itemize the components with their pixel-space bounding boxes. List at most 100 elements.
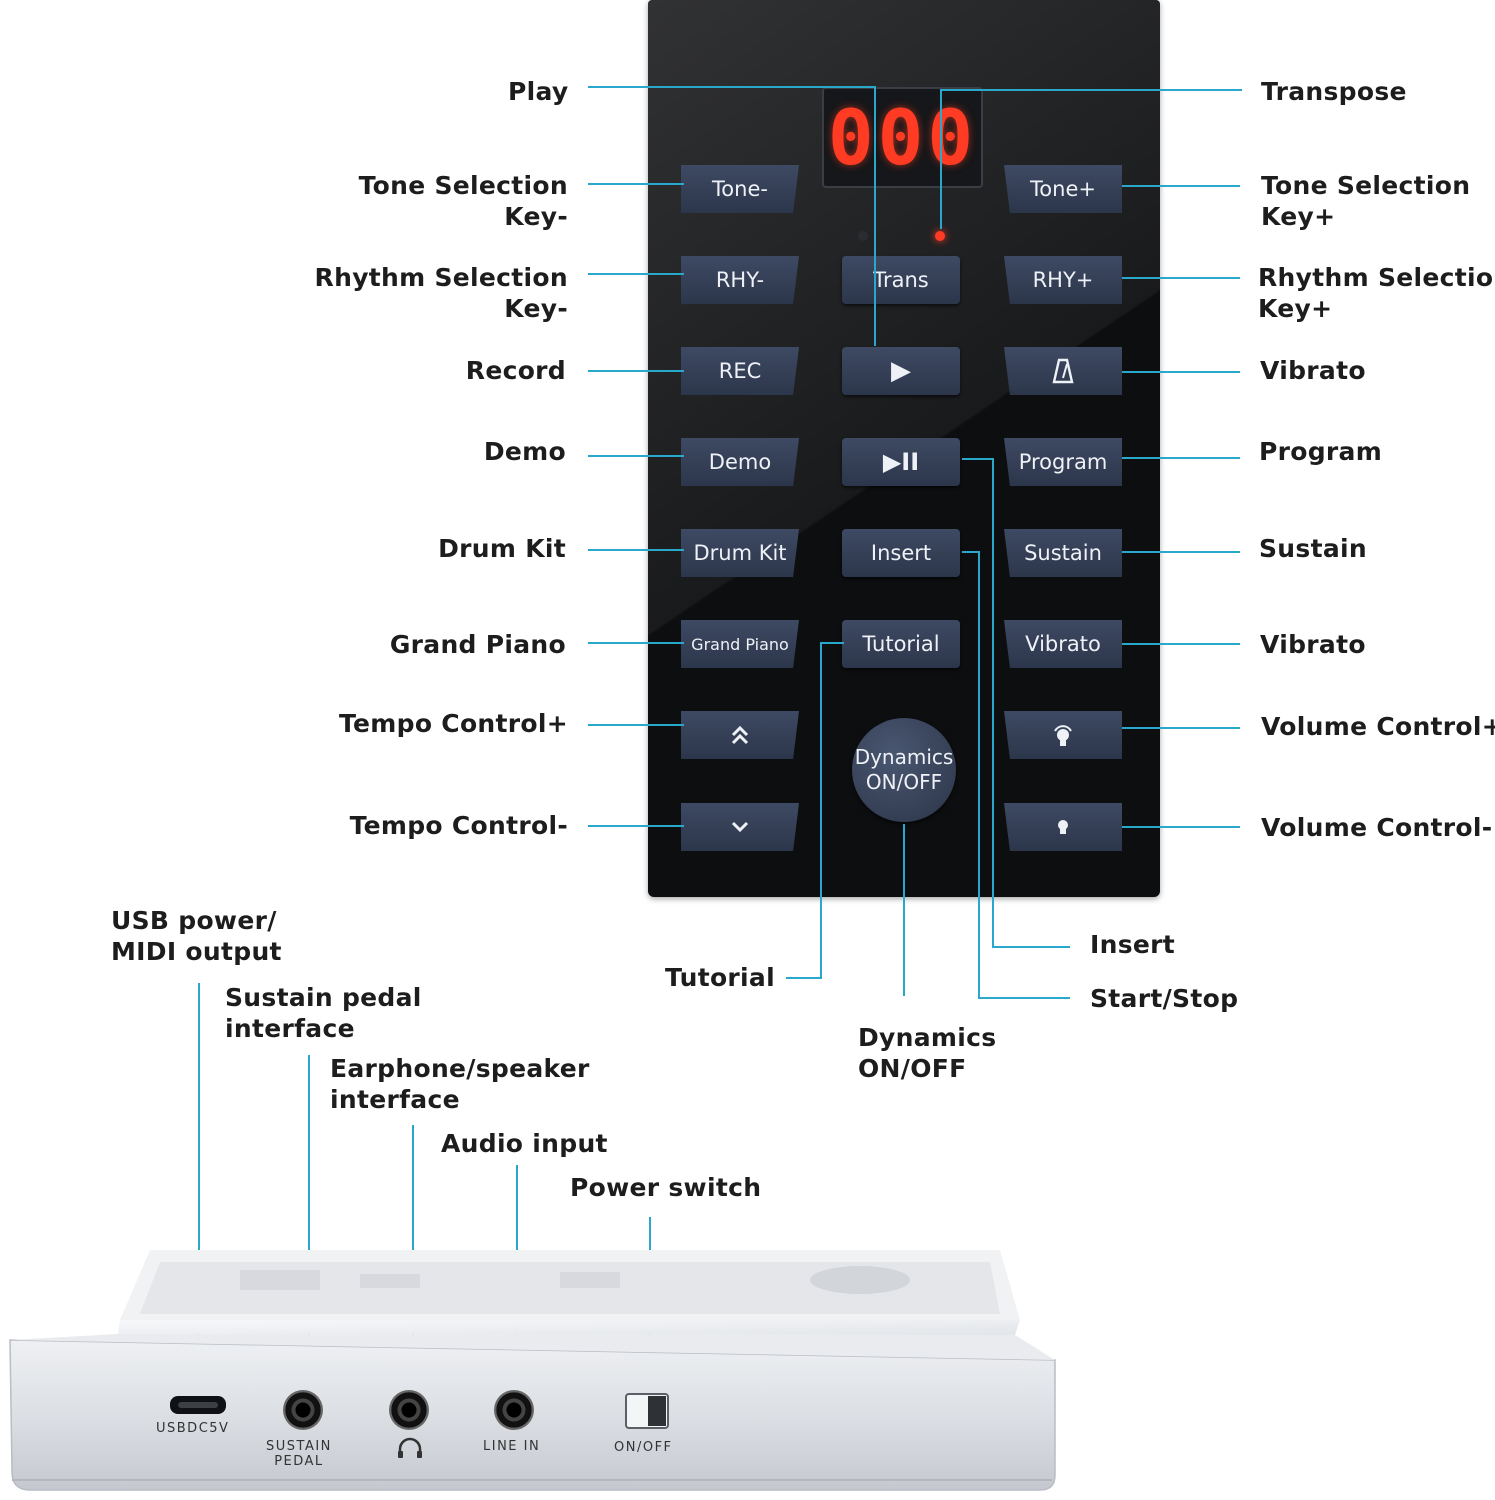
drum-kit-callout-line bbox=[588, 549, 684, 551]
tutorial-line-h1 bbox=[820, 642, 844, 644]
start-stop-button[interactable]: ▶II bbox=[842, 438, 960, 486]
tone-minus-label-line1: Tone Selection bbox=[358, 171, 568, 200]
tutorial-label: Tutorial bbox=[665, 963, 775, 992]
tone-minus-callout-line bbox=[588, 183, 684, 185]
insert-line-h1 bbox=[962, 551, 980, 553]
sustain-button[interactable]: Sustain bbox=[1004, 529, 1122, 577]
volume-plus-callout-line bbox=[1122, 727, 1240, 729]
chevron-double-up-icon bbox=[731, 725, 749, 745]
program-button[interactable]: Program bbox=[1004, 438, 1122, 486]
play-icon: ▶ bbox=[891, 356, 911, 386]
audio-input-label: Audio input bbox=[441, 1129, 608, 1158]
dynamics-label-line1: Dynamics bbox=[854, 745, 954, 769]
volume-down-icon bbox=[1058, 820, 1068, 834]
rhy-plus-callout-line bbox=[1122, 277, 1240, 279]
tone-plus-callout-line bbox=[1122, 185, 1240, 187]
tone-plus-button[interactable]: Tone+ bbox=[1004, 165, 1122, 213]
sustain-port-label: SUSTAIN PEDAL bbox=[266, 1439, 332, 1469]
insert-line-h2 bbox=[978, 997, 1070, 999]
volume-minus-callout-line bbox=[1122, 826, 1240, 828]
transpose-callout-line bbox=[940, 89, 1242, 91]
grand-piano-button[interactable]: Grand Piano bbox=[681, 620, 799, 668]
tone-minus-button[interactable]: Tone- bbox=[681, 165, 799, 213]
usb-label-line1: USB power/ bbox=[111, 906, 277, 935]
metronome-button[interactable] bbox=[1004, 347, 1122, 395]
play-label: Play bbox=[508, 77, 569, 106]
tempo-plus-callout-line bbox=[588, 724, 684, 726]
rhy-minus-callout-line bbox=[588, 273, 684, 275]
rhy-plus-label-line2: Key+ bbox=[1258, 294, 1333, 323]
usb-port-label: USBDC5V bbox=[156, 1421, 230, 1436]
sustain-port-label-line2: PEDAL bbox=[274, 1454, 324, 1469]
transpose-callout-line-vertical bbox=[940, 89, 942, 229]
vibrato-button[interactable]: Vibrato bbox=[1004, 620, 1122, 668]
earphone-label: Earphone/speaker interface bbox=[330, 1053, 590, 1115]
sustain-port-label-line1: SUSTAIN bbox=[266, 1439, 332, 1454]
start-stop-line-v bbox=[992, 458, 994, 948]
earphone-label-line1: Earphone/speaker bbox=[330, 1054, 590, 1083]
demo-button[interactable]: Demo bbox=[681, 438, 799, 486]
program-callout-line bbox=[1122, 457, 1240, 459]
dynamics-label-line1: Dynamics bbox=[858, 1023, 997, 1052]
insert-line-v bbox=[978, 551, 980, 999]
record-label: Record bbox=[465, 356, 566, 385]
volume-up-icon bbox=[1054, 725, 1072, 746]
vibrato-top-callout-line bbox=[1122, 371, 1240, 373]
sustain-pedal-label-line2: interface bbox=[225, 1014, 355, 1043]
play-callout-line-vertical bbox=[874, 86, 876, 346]
transpose-label: Transpose bbox=[1261, 77, 1407, 106]
rhy-minus-label: Rhythm Selection Key- bbox=[315, 262, 568, 324]
grand-piano-callout-line bbox=[588, 642, 684, 644]
tempo-plus-label: Tempo Control+ bbox=[338, 709, 568, 738]
start-stop-line-h1 bbox=[962, 458, 994, 460]
dynamics-button[interactable]: Dynamics ON/OFF bbox=[852, 718, 956, 822]
volume-up-button[interactable] bbox=[1004, 711, 1122, 759]
rhy-plus-button[interactable]: RHY+ bbox=[1004, 256, 1122, 304]
tone-plus-label-line2: Key+ bbox=[1261, 202, 1336, 231]
power-port-label: ON/OFF bbox=[614, 1440, 673, 1455]
play-button[interactable]: ▶ bbox=[842, 347, 960, 395]
device-side-view bbox=[9, 1250, 1056, 1491]
line-in-port-label: LINE IN bbox=[483, 1439, 541, 1454]
power-switch-label: Power switch bbox=[570, 1173, 762, 1202]
drum-kit-label: Drum Kit bbox=[438, 534, 566, 563]
dynamics-label-line2: ON/OFF bbox=[858, 1054, 967, 1083]
usb-label: USB power/ MIDI output bbox=[111, 905, 282, 967]
sustain-pedal-label-line1: Sustain pedal bbox=[225, 983, 422, 1012]
earphone-label-line2: interface bbox=[330, 1085, 460, 1114]
tone-minus-label-line2: Key- bbox=[504, 202, 568, 231]
record-callout-line bbox=[588, 370, 684, 372]
rhy-minus-button[interactable]: RHY- bbox=[681, 256, 799, 304]
rhy-plus-label-line1: Rhythm Selection bbox=[1258, 263, 1495, 292]
usb-label-line2: MIDI output bbox=[111, 937, 282, 966]
volume-minus-label: Volume Control- bbox=[1261, 813, 1493, 842]
usb-callout-line bbox=[198, 983, 200, 1391]
sustain-callout-line bbox=[1122, 551, 1240, 553]
vibrato-callout-line bbox=[1122, 643, 1240, 645]
metronome-icon bbox=[1052, 358, 1074, 384]
program-label: Program bbox=[1259, 437, 1383, 466]
start-stop-line-h2 bbox=[992, 946, 1070, 948]
insert-button[interactable]: Insert bbox=[842, 529, 960, 577]
demo-label: Demo bbox=[483, 437, 566, 466]
dynamics-label: Dynamics ON/OFF bbox=[858, 1022, 996, 1084]
trans-button[interactable]: Trans bbox=[842, 256, 960, 304]
drum-kit-button[interactable]: Drum Kit bbox=[681, 529, 799, 577]
tempo-down-button[interactable] bbox=[681, 803, 799, 851]
tutorial-button[interactable]: Tutorial bbox=[842, 620, 960, 668]
rhy-plus-label: Rhythm Selection Key+ bbox=[1258, 262, 1495, 324]
tone-minus-label: Tone Selection Key- bbox=[359, 170, 568, 232]
tempo-up-button[interactable] bbox=[681, 711, 799, 759]
vibrato-top-label: Vibrato bbox=[1260, 356, 1366, 385]
line-in-jack bbox=[494, 1390, 534, 1430]
start-stop-label: Start/Stop bbox=[1090, 984, 1239, 1013]
rec-button[interactable]: REC bbox=[681, 347, 799, 395]
tone-plus-label: Tone Selection Key+ bbox=[1261, 170, 1470, 232]
led-display: 000 bbox=[822, 87, 983, 188]
rhy-minus-label-line2: Key- bbox=[504, 294, 568, 323]
play-callout-line bbox=[588, 86, 875, 88]
sustain-label: Sustain bbox=[1259, 534, 1367, 563]
headphone-icon bbox=[398, 1437, 422, 1458]
volume-down-button[interactable] bbox=[1004, 803, 1122, 851]
dynamics-label-line2: ON/OFF bbox=[865, 770, 943, 794]
